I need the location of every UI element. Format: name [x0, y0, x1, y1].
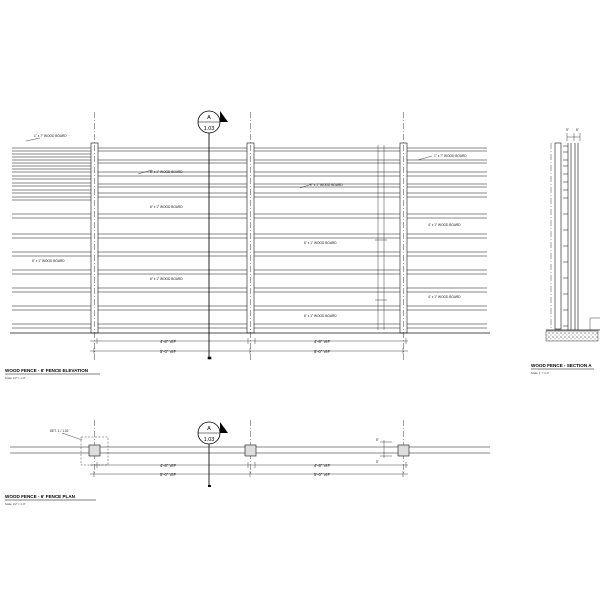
section-board-profiles: [563, 143, 579, 330]
callout-1: 1" x 7" WOOD BOARD: [34, 134, 67, 138]
callout-5: 6" x 1" WOOD BOARD: [32, 259, 65, 263]
section-post: [554, 142, 562, 330]
section-footing: [545, 330, 599, 342]
plan-dim-inner-2: 4'-8" VIF: [314, 463, 330, 468]
section-top-dim-2: 5": [576, 128, 579, 132]
leader-lines: [25, 137, 433, 189]
callout-6: 1" x 1" WOOD BOARD: [310, 183, 343, 187]
section-cut-end: [207, 356, 212, 360]
callout-2: 1" x 7" WOOD BOARD: [434, 154, 467, 158]
board-spacing-ticks: [375, 145, 387, 330]
callout-4: 6" x 1" WOOD BOARD: [150, 205, 183, 209]
post-centerlines: [94, 112, 404, 360]
middle-section-2-boards: [254, 147, 400, 329]
section-scale: Scale: 1" = 1'-0": [531, 371, 549, 375]
plan-post-3: [397, 444, 410, 457]
plan-bubble-sheet: 1.03: [204, 437, 215, 443]
section-bubble-plan[interactable]: A 1.03: [197, 421, 228, 445]
callout-11: 4" x 1" WOOD BOARD: [428, 295, 461, 299]
dim-inner-1: 4'-8" VIF: [160, 339, 176, 344]
plan-post-2: [244, 444, 257, 457]
callout-8: 6" x 1" WOOD BOARD: [150, 277, 183, 281]
bubble-sheet: 1.03: [204, 126, 215, 132]
elevation-title: WOOD FENCE - 6' FENCE ELEVATION: [5, 368, 89, 373]
dim-outer-1: 5'-0" VIF: [160, 349, 176, 354]
plan-scale: Scale: 1/2" = 1'-0": [5, 502, 26, 506]
fence-elevation: [10, 112, 490, 360]
section-top-dim-1: 5": [566, 128, 569, 132]
callout-3: 6" x 1" WOOD BOARD: [150, 170, 183, 174]
elevation-scale: Scale: 1/2" = 1'-0": [5, 376, 26, 380]
plan-cut-end: [208, 485, 211, 487]
plan-post-dim-1: 5": [376, 438, 379, 442]
plan-bubble-letter: A: [207, 426, 211, 432]
dim-inner-2: 4'-8" VIF: [314, 339, 330, 344]
callout-9: 6" x 1" WOOD BOARD: [304, 314, 337, 318]
dim-outer-2: 5'-0" VIF: [314, 349, 330, 354]
plan-dimension-lines: [90, 462, 408, 477]
callout-7: 6" x 1" WOOD BOARD: [304, 241, 337, 245]
section-bubble-elevation[interactable]: A 1.03: [197, 110, 228, 134]
plan-dim-outer-2: 5'-0" VIF: [314, 472, 330, 477]
plan-post-dim-2: 5": [376, 460, 379, 464]
plan-dim-outer-1: 5'-0" VIF: [160, 472, 176, 477]
plan-post-1: [88, 444, 101, 457]
fence-plan: [10, 420, 490, 486]
callout-10: 4" x 1" WOOD BOARD: [428, 223, 461, 227]
section-a: [545, 133, 600, 342]
plan-detail-ref: DET. 1 / 1.02: [50, 429, 69, 433]
dimension-lines: [90, 338, 408, 354]
bubble-letter: A: [207, 115, 211, 121]
section-detail-mark: [589, 317, 600, 330]
section-title: WOOD FENCE - SECTION A: [531, 363, 592, 368]
plan-post-dims: [380, 440, 392, 458]
plan-detail-leader: [61, 432, 83, 441]
plan-dim-inner-1: 4'-8" VIF: [160, 463, 176, 468]
left-section-boards: [12, 147, 91, 329]
middle-section-1-boards: [98, 147, 247, 329]
section-top-dims: [566, 133, 581, 141]
plan-title: WOOD FENCE - 6' FENCE PLAN: [5, 494, 76, 499]
right-section-boards: [407, 147, 487, 329]
